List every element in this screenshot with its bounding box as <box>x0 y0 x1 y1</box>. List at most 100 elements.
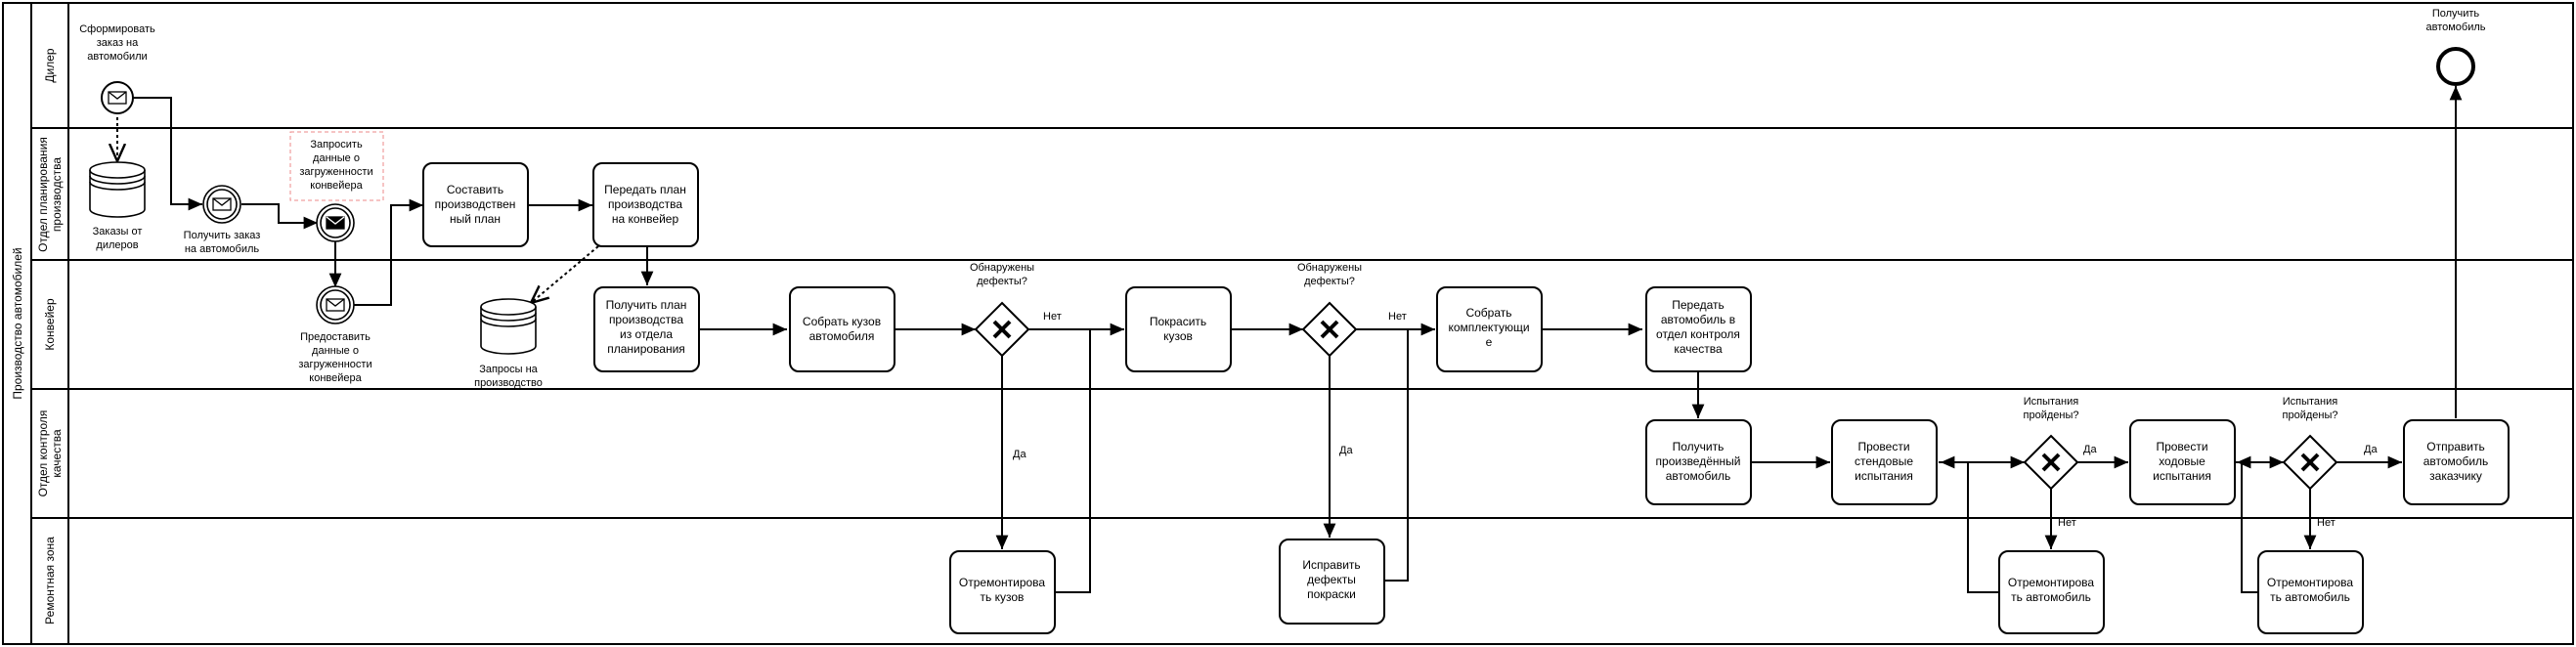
task-label: автомобиля <box>809 329 875 343</box>
task-label: ть автомобиль <box>2270 590 2350 604</box>
provide-load-event[interactable]: Предоставить данные о загруженности конв… <box>298 285 372 384</box>
task-label: планирования <box>607 342 685 356</box>
flow-start-to-receive <box>132 97 202 211</box>
envelope-icon <box>108 91 127 105</box>
lane-repair: Ремонтная зона <box>43 518 69 644</box>
task-label: ть автомобиль <box>2011 590 2091 604</box>
lane-label-planning-line2: производства <box>50 157 64 232</box>
flow-fixpaint-back <box>1384 329 1409 582</box>
task-label: Отремонтирова <box>959 576 1046 589</box>
end-event[interactable]: Получить автомобиль <box>2425 8 2486 86</box>
task-label: Отремонтирова <box>2008 576 2095 589</box>
task-label: производствен <box>435 197 516 211</box>
task-send-customer[interactable]: Отправить автомобиль заказчику <box>2403 419 2510 505</box>
task-label: Собрать <box>1465 306 1511 320</box>
gateway-road-passed[interactable]: Испытания пройдены? <box>2283 396 2338 491</box>
task-label: покраски <box>1307 587 1356 601</box>
receive-order-label-2: на автомобиль <box>185 243 260 255</box>
lane-label-quality-line1: Отдел контроля <box>36 410 50 497</box>
task-repair-car-1[interactable]: Отремонтирова ть автомобиль <box>1998 550 2105 634</box>
task-label: автомобиль <box>1666 469 1731 483</box>
request-load-label-2: данные о <box>313 152 360 164</box>
label-gwbody-yes: Да <box>1013 449 1026 460</box>
task-label: комплектующи <box>1448 321 1529 334</box>
task-get-plan[interactable]: Получить план производства из отдела пла… <box>593 286 700 372</box>
gateway-label: Испытания <box>2024 396 2079 408</box>
task-label: Получить <box>1673 440 1725 453</box>
label-gwbench-yes: Да <box>2083 444 2097 455</box>
task-label: Передать план <box>604 183 686 196</box>
task-label: Провести <box>2156 440 2207 453</box>
lane-label-planning-line1: Отдел планирования <box>36 137 50 252</box>
task-label: на конвейер <box>612 212 679 226</box>
start-event[interactable]: Сформировать заказ на автомобили <box>79 23 155 114</box>
task-label: стендовые <box>1855 454 1913 468</box>
task-make-plan[interactable]: Составить производствен ный план <box>422 162 529 247</box>
task-label: автомобиль в <box>1661 313 1735 326</box>
database-icon <box>480 298 537 355</box>
label-gwpaint-yes: Да <box>1339 445 1353 456</box>
datastore-production-requests-label-1: Запросы на <box>479 364 538 375</box>
x-icon <box>992 320 1012 339</box>
gateway-label: Обнаружены <box>970 262 1034 274</box>
request-load-label-3: загруженности <box>299 166 372 178</box>
lane-dealer: Дилер <box>30 2 2573 129</box>
task-label: Собрать кузов <box>803 315 881 328</box>
task-label: ходовые <box>2159 454 2205 468</box>
flows <box>117 86 2463 593</box>
label-gwbody-no: Нет <box>1043 311 1062 323</box>
task-label: Передать <box>1672 298 1725 312</box>
task-label: производства <box>609 313 683 326</box>
task-label: испытания <box>2153 469 2211 483</box>
receive-order-label-1: Получить заказ <box>184 230 261 241</box>
datastore-dealer-orders[interactable]: Заказы от дилеров <box>89 161 146 251</box>
task-send-plan[interactable]: Передать план производства на конвейер <box>592 162 699 247</box>
gateway-paint-defects[interactable]: Обнаружены дефекты? <box>1297 262 1362 358</box>
task-repair-car-2[interactable]: Отремонтирова ть автомобиль <box>2257 550 2364 634</box>
task-label: Отремонтирова <box>2267 576 2354 589</box>
gateway-label: Испытания <box>2283 396 2338 408</box>
task-label: Получить план <box>606 298 687 312</box>
task-transfer-qc[interactable]: Передать автомобиль в отдел контроля кач… <box>1645 286 1752 372</box>
gateway-body-defects[interactable]: Обнаружены дефекты? <box>970 262 1034 358</box>
task-label: ный план <box>450 212 501 226</box>
end-event-label-1: Получить <box>2432 8 2480 20</box>
assoc-send-to-requests <box>531 245 599 303</box>
x-icon <box>2041 453 2061 472</box>
task-label: автомобиль <box>2423 454 2489 468</box>
request-load-label-4: конвейера <box>310 180 363 192</box>
task-repair-body[interactable]: Отремонтирова ть кузов <box>949 550 1056 634</box>
provide-load-label-3: загруженности <box>298 359 371 370</box>
task-fix-paint[interactable]: Исправить дефекты покраски <box>1279 539 1385 625</box>
request-load-event[interactable]: Запросить данные о загруженности конвейе… <box>289 131 384 242</box>
task-assemble-parts[interactable]: Собрать комплектующи е <box>1436 286 1543 372</box>
label-gwroad-yes: Да <box>2364 444 2378 455</box>
task-label: Исправить <box>1302 558 1360 572</box>
lane-label-dealer: Дилер <box>43 48 57 83</box>
lane-label-repair: Ремонтная зона <box>43 537 57 625</box>
flow-provide-to-plan <box>352 198 423 306</box>
lane-conveyor: Конвейер <box>31 260 2573 390</box>
gateway-label: дефекты? <box>1304 276 1355 287</box>
start-event-label-3: автомобили <box>87 51 147 63</box>
envelope-icon <box>326 298 345 312</box>
task-label: е <box>1486 335 1493 349</box>
task-assemble-body[interactable]: Собрать кузов автомобиля <box>789 286 895 372</box>
task-label: дефекты <box>1307 573 1356 586</box>
provide-load-label-1: Предоставить <box>300 331 371 343</box>
start-event-label-1: Сформировать <box>79 23 155 35</box>
pool-label: Производство автомобилей <box>11 247 24 399</box>
label-gwpaint-no: Нет <box>1388 311 1407 323</box>
gateway-label: дефекты? <box>977 276 1027 287</box>
task-road-tests[interactable]: Провести ходовые испытания <box>2129 419 2236 505</box>
task-paint-body[interactable]: Покрасить кузов <box>1125 286 1232 372</box>
datastore-production-requests[interactable]: Запросы на производство <box>474 298 543 389</box>
task-receive-car[interactable]: Получить произведённый автомобиль <box>1645 419 1752 505</box>
task-bench-tests[interactable]: Провести стендовые испытания <box>1831 419 1938 505</box>
datastore-production-requests-label-2: производство <box>474 377 543 389</box>
request-load-label-1: Запросить <box>310 139 363 151</box>
label-gwroad-no: Нет <box>2317 517 2336 529</box>
gateway-bench-passed[interactable]: Испытания пройдены? <box>2024 396 2079 491</box>
receive-order-event[interactable]: Получить заказ на автомобиль <box>184 185 261 255</box>
task-label: ть кузов <box>981 590 1025 604</box>
